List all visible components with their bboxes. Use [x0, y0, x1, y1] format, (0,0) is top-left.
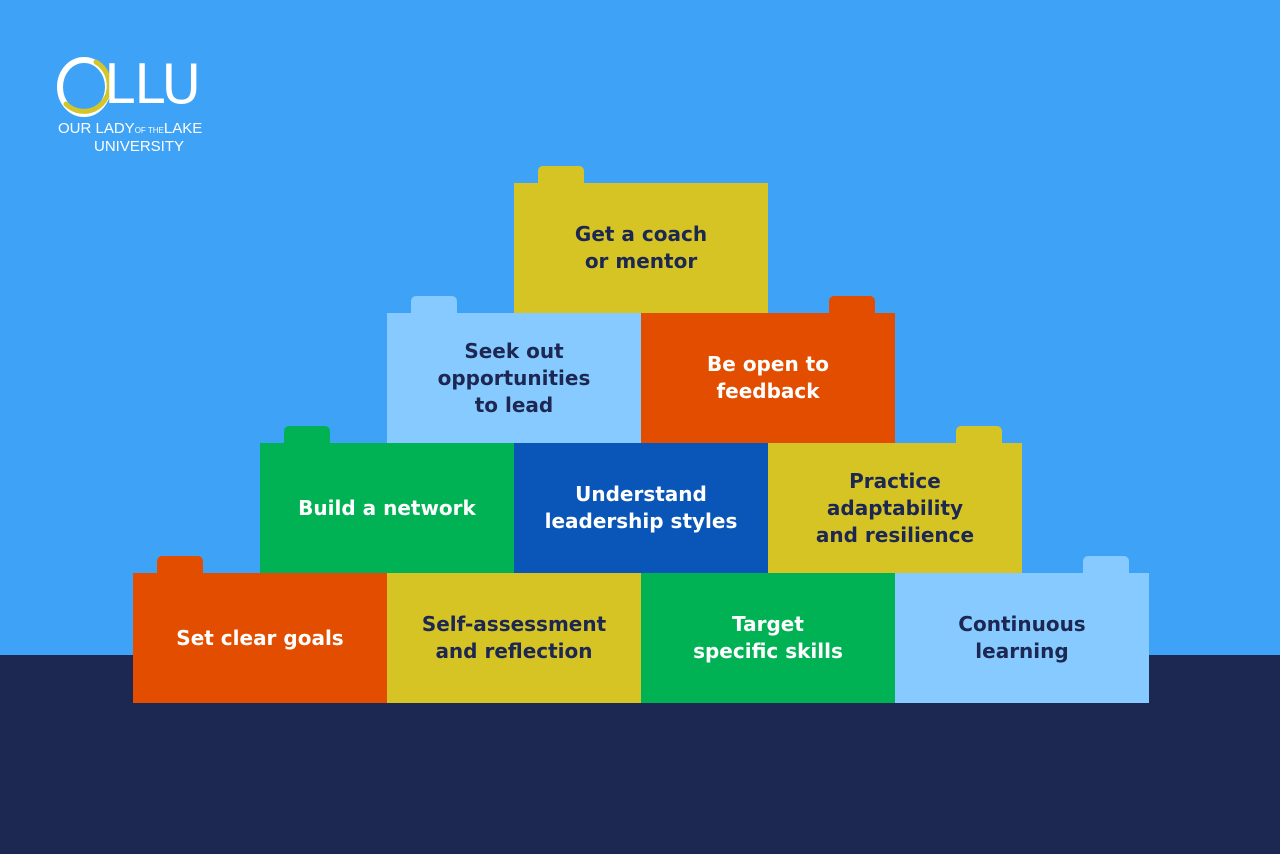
brick-stud	[829, 296, 875, 313]
brick-label: Build a network	[298, 495, 476, 520]
logo-lake: LAKE	[163, 120, 203, 137]
logo-of-the: OF THE	[134, 126, 164, 135]
brick-label: Practice adaptability and resilience	[815, 468, 975, 547]
pyramid-brick: Set clear goals	[133, 573, 387, 703]
logo-tagline-line2: UNIVERSITY	[93, 138, 184, 155]
brick-label: Set clear goals	[176, 625, 344, 650]
brick-stud	[157, 556, 203, 573]
brick-label: Self-assessment and reflection	[421, 612, 607, 663]
pyramid-brick: Continuous learning	[895, 573, 1149, 703]
brick-label: Seek out opportunities to lead	[437, 338, 591, 417]
ollu-logo: LLU OUR LADYOF THELAKE UNIVERSITY	[56, 56, 226, 160]
ring-icon	[57, 57, 112, 117]
pyramid-brick: Get a coach or mentor	[514, 183, 768, 313]
brick-stud	[1083, 556, 1129, 573]
brick-label: Understand leadership styles	[544, 482, 738, 533]
pyramid-brick: Understand leadership styles	[514, 443, 768, 573]
brick-stud	[956, 426, 1002, 443]
logo-our-lady: OUR LADY	[58, 120, 135, 137]
brick-label: Continuous learning	[958, 612, 1086, 663]
brick-label: Target specific skills	[693, 612, 843, 663]
logo-tagline-line1: OUR LADYOF THELAKE	[58, 120, 224, 139]
brick-label: Get a coach or mentor	[574, 222, 708, 273]
brick-label: Be open to feedback	[707, 352, 829, 403]
brick-stud	[538, 166, 584, 183]
pyramid-brick: Self-assessment and reflection	[387, 573, 641, 703]
pyramid-brick: Target specific skills	[641, 573, 895, 703]
logo-wordmark: LLU	[104, 53, 202, 116]
brick-stud	[284, 426, 330, 443]
pyramid-brick: Seek out opportunities to lead	[387, 313, 641, 443]
pyramid-brick: Be open to feedback	[641, 313, 895, 443]
pyramid-brick: Build a network	[260, 443, 514, 573]
brick-stud	[411, 296, 457, 313]
pyramid-brick: Practice adaptability and resilience	[768, 443, 1022, 573]
